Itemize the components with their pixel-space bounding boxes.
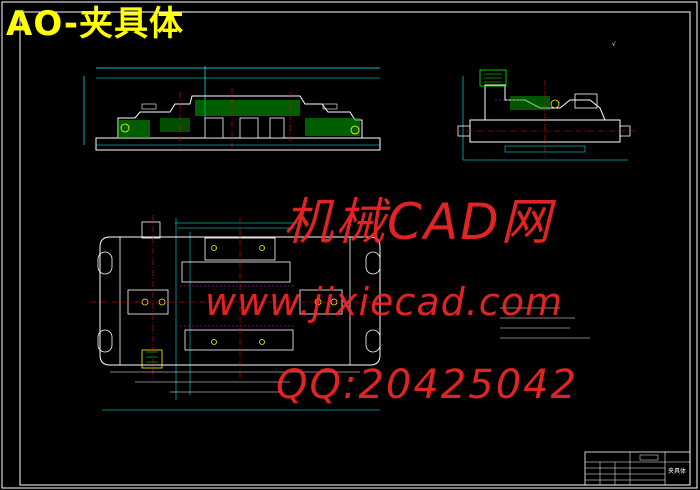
drawing-title: AO-夹具体 bbox=[6, 4, 184, 44]
watermark-url: www.jixiecad.com bbox=[205, 280, 563, 324]
roughness-symbol: √ bbox=[612, 41, 616, 48]
front-view bbox=[83, 66, 381, 151]
title-block-drawing-name: 夹具体 bbox=[668, 468, 687, 475]
watermark-qq: QQ:20425042 bbox=[276, 362, 579, 408]
drawing-border-inner bbox=[19, 11, 691, 486]
top-view bbox=[90, 215, 390, 411]
technical-notes bbox=[500, 307, 590, 339]
title-block bbox=[584, 451, 691, 486]
side-view bbox=[455, 69, 635, 161]
watermark-site-name: 机械CAD网 bbox=[283, 193, 553, 251]
